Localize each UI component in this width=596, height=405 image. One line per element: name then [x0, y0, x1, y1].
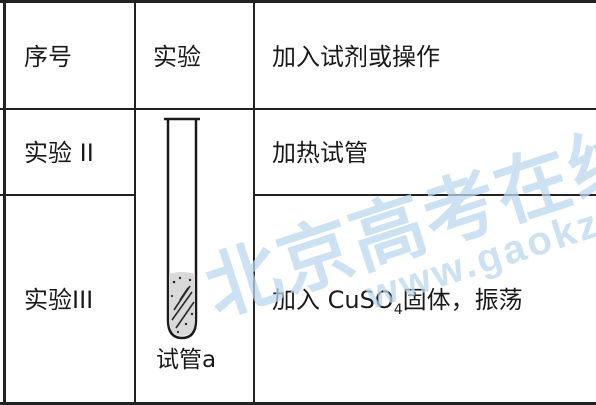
table-rule-bottom	[0, 402, 596, 405]
table-rule-col2	[253, 0, 255, 405]
table-rule-row	[0, 194, 135, 196]
row-2-operation: 加热试管	[272, 139, 368, 167]
row-3-id: 实验III	[24, 286, 94, 314]
table-rule-top	[0, 0, 596, 3]
header-operation: 加入试剂或操作	[272, 43, 440, 71]
table-rule-left	[3, 0, 6, 405]
tube-label: 试管a	[156, 347, 217, 373]
row-3-operation: 加入 CuSO4固体，振荡	[272, 286, 523, 317]
table-rule-row	[254, 194, 596, 196]
row-3-operation-tail: 固体，振荡	[402, 286, 523, 314]
table-rule-col1	[134, 0, 136, 405]
table-rule-header	[0, 108, 596, 110]
row-2-id: 实验 II	[24, 139, 94, 167]
header-experiment: 实验	[153, 43, 201, 71]
test-tube-icon	[164, 117, 200, 340]
row-3-operation-main: 加入 CuSO	[272, 286, 394, 314]
header-number: 序号	[24, 43, 72, 71]
row-3-operation-subscript: 4	[393, 302, 403, 318]
